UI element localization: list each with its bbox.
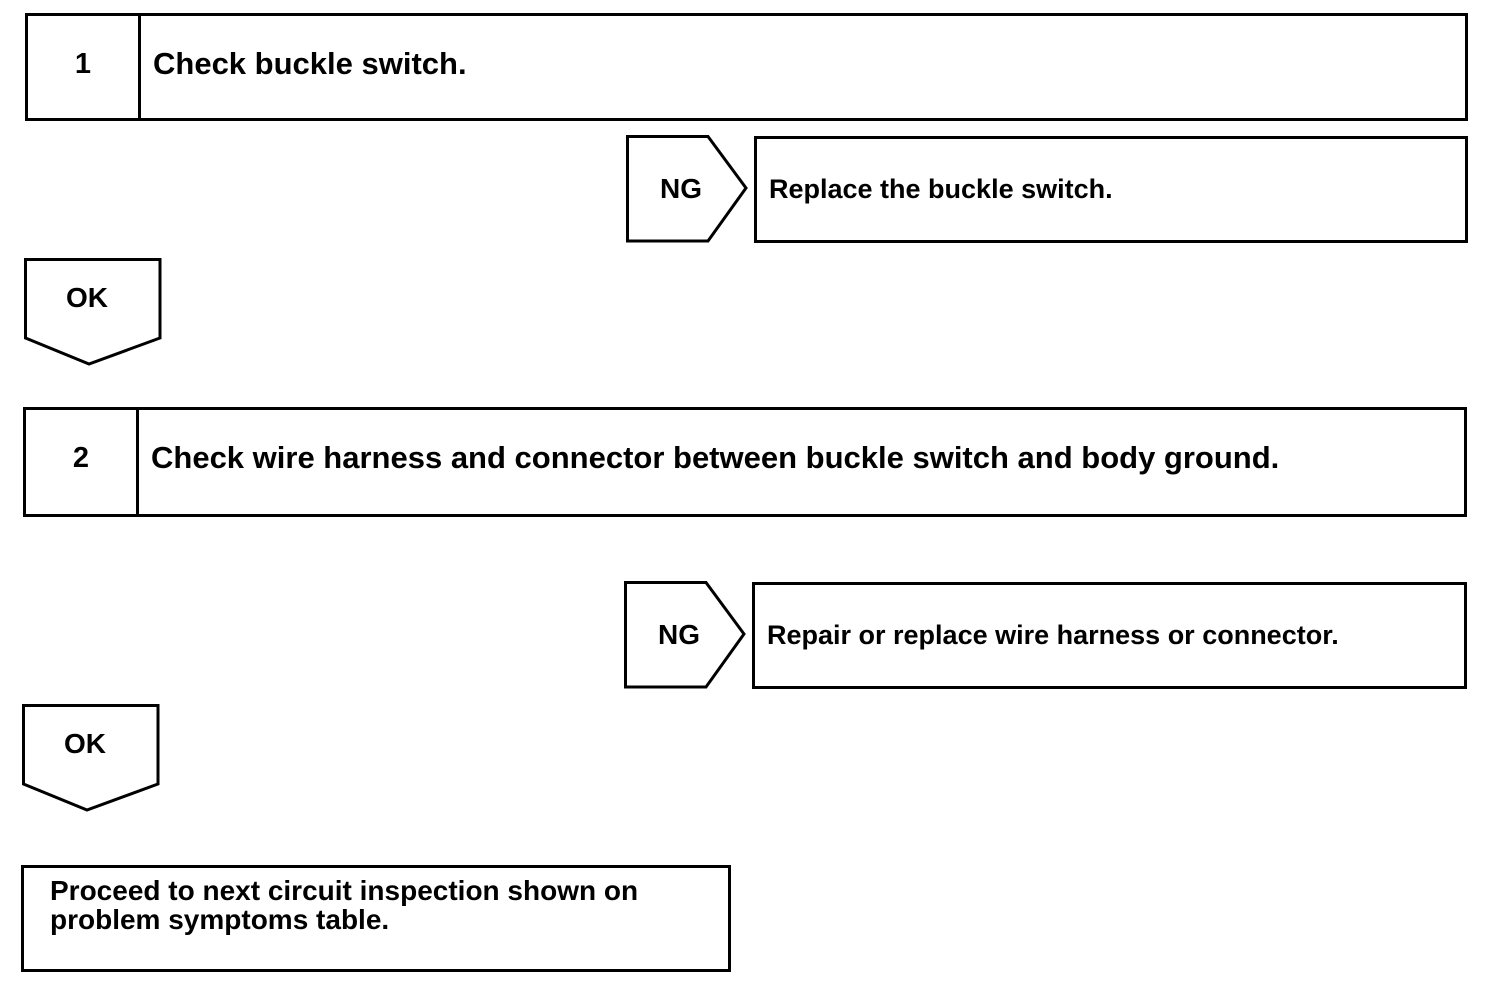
- result-2-box: Repair or replace wire harness or connec…: [752, 582, 1467, 689]
- ng-label-2: NG: [658, 619, 700, 650]
- ok-tag-1: OK: [24, 258, 162, 366]
- step-1-number: 1: [28, 16, 141, 118]
- step-1-text: Check buckle switch.: [153, 46, 467, 81]
- ok-label-2: OK: [64, 728, 106, 759]
- ok-arrow-down-icon: [24, 258, 162, 366]
- ng-arrow-right-icon: [624, 581, 746, 689]
- ng-arrow-right-icon: [626, 135, 748, 243]
- ng-tag-2: NG: [624, 581, 746, 689]
- step-2-text: Check wire harness and connector between…: [151, 440, 1280, 475]
- ok-tag-2: OK: [22, 704, 160, 812]
- final-instruction-line-1: Proceed to next circuit inspection shown…: [50, 875, 639, 906]
- result-2-text: Repair or replace wire harness or connec…: [767, 620, 1339, 650]
- result-1-text: Replace the buckle switch.: [769, 174, 1113, 204]
- step-2-number: 2: [26, 410, 139, 514]
- ok-label-1: OK: [66, 282, 108, 313]
- ng-tag-1: NG: [626, 135, 748, 243]
- ng-label-1: NG: [660, 173, 702, 204]
- step-2-box: 2 Check wire harness and connector betwe…: [23, 407, 1467, 517]
- final-instruction-box: Proceed to next circuit inspection shown…: [21, 865, 731, 972]
- final-instruction-line-2: problem symptoms table.: [50, 904, 390, 935]
- ok-arrow-down-icon: [22, 704, 160, 812]
- step-1-box: 1 Check buckle switch.: [25, 13, 1468, 121]
- result-1-box: Replace the buckle switch.: [754, 136, 1468, 243]
